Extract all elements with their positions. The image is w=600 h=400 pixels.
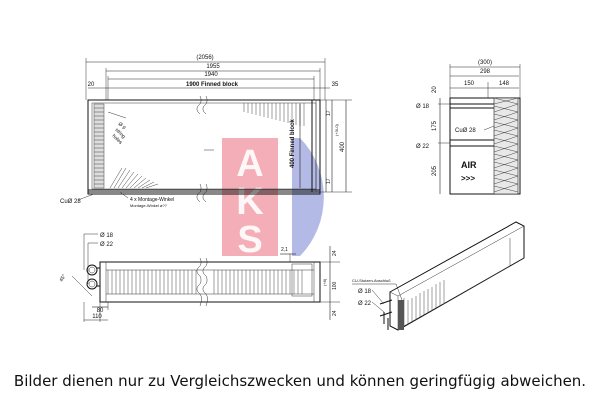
dim-height-finned: 400 Finned block [290, 119, 296, 168]
bracket-label: 4 x Montage-Winkel [130, 197, 174, 203]
logo-blue-d [292, 138, 324, 256]
dim-h-total-tol: (+3/-0) [334, 123, 339, 136]
logo-red-block [222, 138, 278, 256]
side-dim-v175: 175 [432, 120, 438, 131]
side-dim-v20: 20 [432, 86, 438, 93]
bottom-dim-2-1: 2,1 [281, 247, 288, 253]
air-arrows: >>> [461, 174, 475, 183]
bottom-dim-110: 110 [92, 314, 102, 320]
bottom-d18-label: Ø 18 [100, 233, 114, 239]
iso-d22-label: Ø 22 [358, 301, 372, 307]
bottom-dim-v24b: 24 [332, 310, 338, 316]
bottom-d22-label: Ø 22 [100, 242, 114, 248]
bottom-dim-v100: 100 [332, 281, 338, 290]
dim-1940: 1940 [204, 72, 218, 78]
side-dim-150: 150 [464, 81, 475, 87]
logo-letter-k: K [236, 181, 264, 223]
side-dim-overall: (300) [478, 60, 492, 66]
aks-logo: A K S [222, 138, 324, 261]
iso-fins [407, 280, 445, 324]
bottom-dim-80: 80 [97, 308, 104, 314]
side-cu28-label: CuØ 28 [455, 128, 476, 134]
angle-label: 45° [59, 273, 68, 283]
left-fins [94, 107, 104, 185]
side-dim-298: 298 [480, 69, 491, 75]
disclaimer-text: Bilder dienen nur zu Vergleichszwecken u… [13, 372, 587, 390]
dim-h-total: 400 [340, 141, 346, 152]
iso-view: CU-Stutzen-Anschluß Ø 18 Ø 22 [352, 221, 525, 331]
side-dim-148: 148 [499, 81, 510, 87]
fin-hatch-bottom-left [109, 167, 159, 189]
side-dim-v205: 205 [432, 165, 438, 176]
logo-letter-a: A [236, 143, 263, 185]
dim-1955: 1955 [206, 64, 220, 70]
iso-d18-label: Ø 18 [358, 289, 372, 295]
dim-right-offset: 35 [332, 82, 339, 88]
side-core-hatch [493, 97, 519, 193]
front-view: (2056) 1955 1940 1900 Finned block 20 35 [60, 55, 352, 208]
logo-letter-s: S [237, 219, 262, 261]
side-d22-label: Ø 22 [416, 144, 430, 150]
dim-bot-17: 17 [326, 178, 332, 184]
dim-left-offset: 20 [88, 82, 95, 88]
bottom-dim-v24a: 24 [332, 250, 338, 256]
bracket-sublabel: Montage-Winkel ø?? [130, 203, 168, 208]
side-view: (300) 298 150 148 [416, 60, 521, 195]
side-d18-label: Ø 18 [416, 104, 430, 110]
bottom-fins [107, 270, 303, 294]
hole-label: Ø 9 [117, 121, 127, 131]
cu-tube-label: CuØ 28 [60, 199, 81, 205]
dim-top-17: 17 [326, 110, 332, 116]
dim-overall: (2056) [196, 55, 213, 61]
bottom-dim-tol: (+8) [322, 278, 327, 286]
air-label: AIR [461, 160, 477, 170]
iso-connection-label: CU-Stutzen-Anschluß [352, 278, 391, 283]
bottom-view: 45° Ø 18 Ø 22 80 110 2,1 24 24 100 (+8) [59, 233, 340, 322]
dim-finned: 1900 Finned block [186, 82, 239, 88]
